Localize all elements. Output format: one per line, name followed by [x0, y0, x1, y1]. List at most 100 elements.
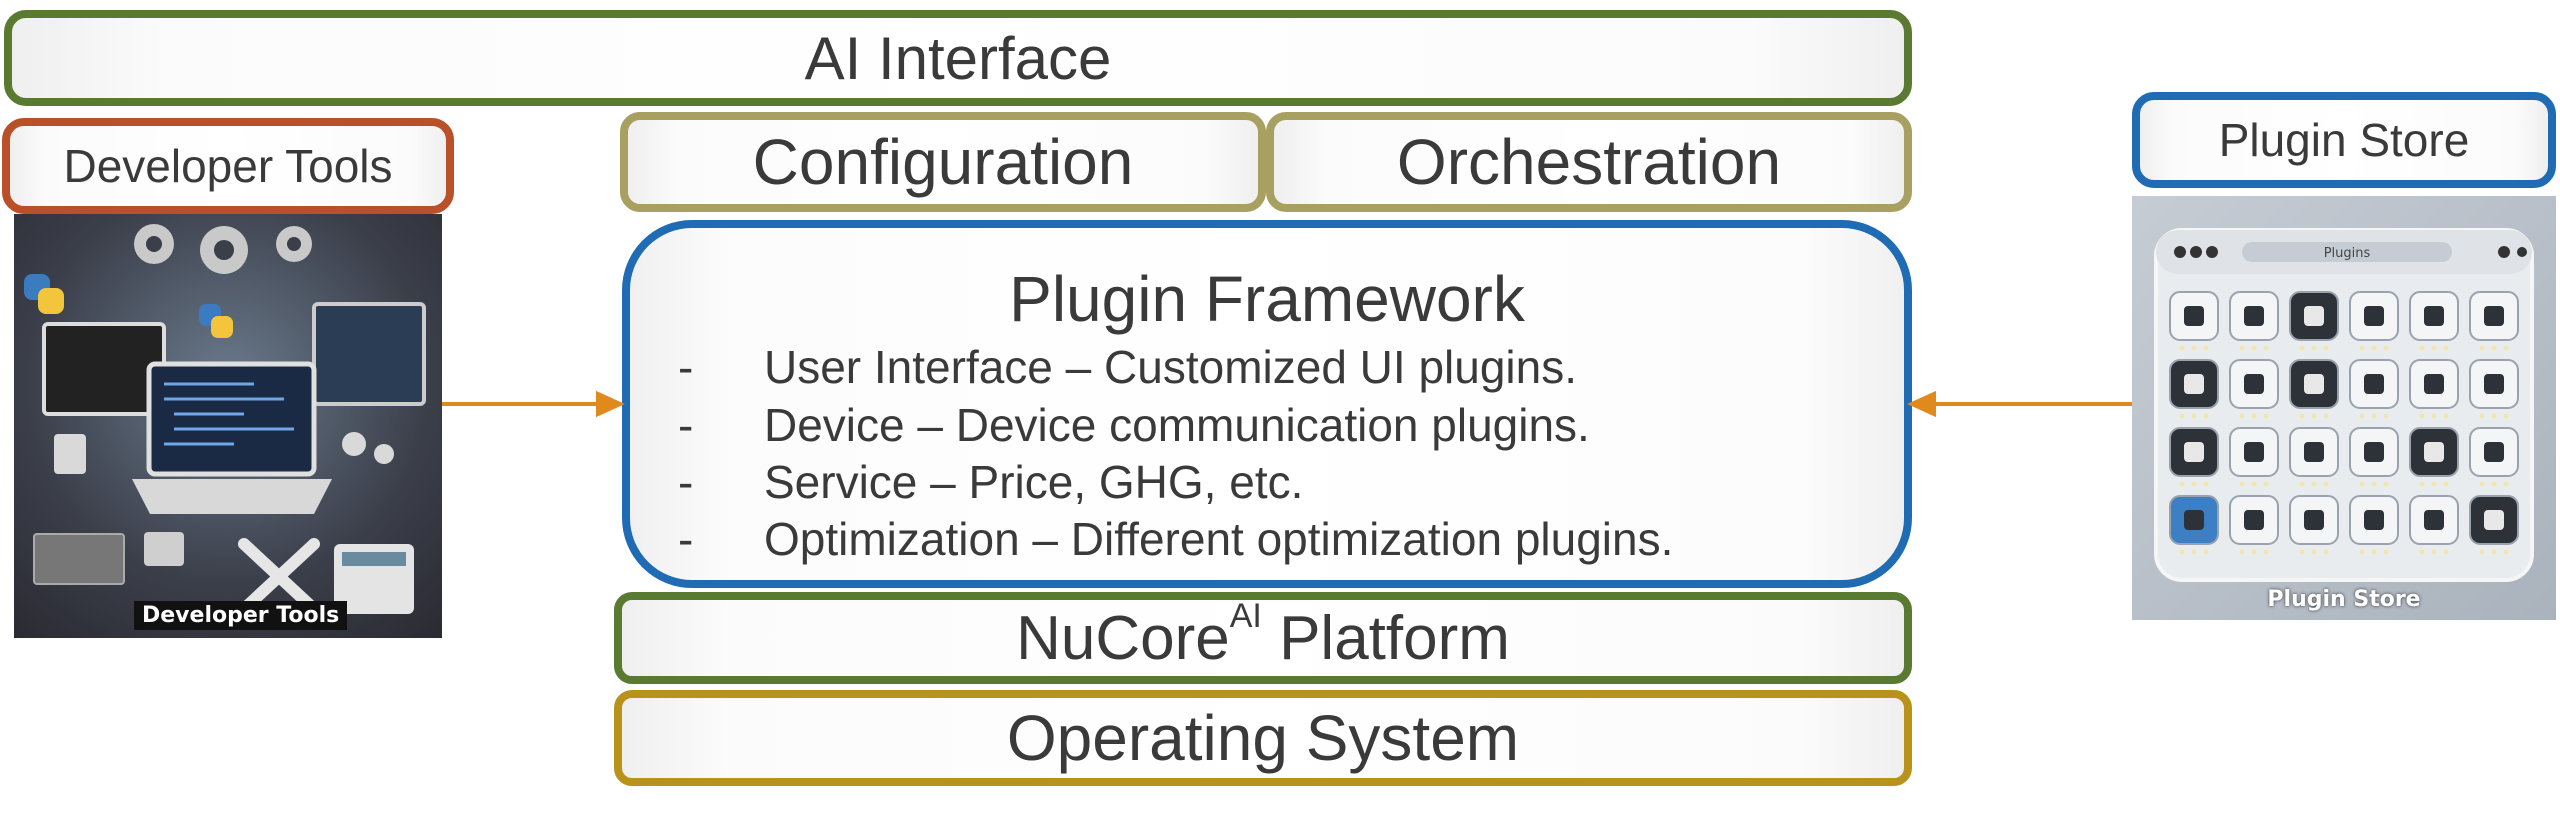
indicator-dot-icon [2383, 413, 2389, 419]
operating-system-box: Operating System [614, 690, 1912, 786]
plugin-store-illustration: Plugins [2154, 228, 2534, 582]
indicator-dot-icon [2299, 481, 2305, 487]
indicator-dot-icon [2191, 413, 2197, 419]
indicator-dot-icon [2251, 549, 2257, 555]
framework-list-item: -Device – Device communication plugins. [678, 398, 1590, 452]
plugin-glyph-icon [2304, 442, 2324, 462]
indicator-dot-icon [2431, 549, 2437, 555]
developer-tools-image: Developer Tools [14, 214, 442, 638]
indicator-dot-icon [2323, 413, 2329, 419]
configuration-box: Configuration [620, 112, 1266, 212]
plugin-framework-box: Plugin Framework - User Interface – Custo… [622, 220, 1912, 588]
ai-interface-layer: AI Interface [4, 10, 1912, 106]
indicator-dot-icon [2419, 549, 2425, 555]
operating-system-label: Operating System [1006, 702, 1520, 774]
indicator-dot-icon [2383, 481, 2389, 487]
cup-icon [54, 432, 394, 474]
list-item-text: User Interface – Customized UI plugins. [764, 341, 1578, 393]
plugin-glyph-icon [2184, 374, 2204, 394]
list-dash: - [678, 341, 694, 393]
indicator-dot-icon [2443, 345, 2449, 351]
indicator-dot-icon [2371, 345, 2377, 351]
indicator-dot-icon [2251, 345, 2257, 351]
framework-list-item: - Optimization – Different optimization p… [678, 512, 1673, 566]
indicator-dot-icon [2239, 549, 2245, 555]
plugin-glyph-icon [2424, 374, 2444, 394]
indicator-dot-icon [2239, 413, 2245, 419]
list-item-text: Device – Device communication plugins. [764, 399, 1590, 451]
indicator-dot-icon [2179, 345, 2185, 351]
indicator-dot-icon [2359, 481, 2365, 487]
indicator-dot-icon [2383, 549, 2389, 555]
plugin-glyph-icon [2364, 374, 2384, 394]
platform-suffix: Platform [1261, 603, 1510, 673]
indicator-dot-icon [2371, 549, 2377, 555]
indicator-dot-icon [2203, 481, 2209, 487]
indicator-dot-icon [2299, 549, 2305, 555]
list-item-text: Optimization – Different optimization pl… [764, 513, 1674, 565]
indicator-dot-icon [2479, 481, 2485, 487]
indicator-dot-icon [2263, 413, 2269, 419]
indicator-dot-icon [2299, 345, 2305, 351]
calculator-icon [334, 544, 414, 614]
plugin-glyph-icon [2184, 306, 2204, 326]
indicator-dot-icon [2491, 345, 2497, 351]
indicator-dot-icon [2431, 413, 2437, 419]
list-dash: - [678, 513, 694, 565]
laptop-icon [132, 361, 332, 514]
monitor-icon [42, 302, 426, 416]
indicator-dot-icon [2419, 481, 2425, 487]
indicator-dot-icon [2479, 413, 2485, 419]
indicator-dot-icon [2491, 481, 2497, 487]
indicator-dot-icon [2323, 481, 2329, 487]
plugin-glyph-icon [2244, 306, 2264, 326]
indicator-dot-icon [2191, 345, 2197, 351]
developer-tools-box: Developer Tools [2, 118, 454, 214]
ai-interface-label: AI Interface [804, 24, 1112, 92]
indicator-dot-icon [2359, 345, 2365, 351]
plugin-framework-title: Plugin Framework [1009, 263, 1525, 335]
plugin-glyph-icon [2424, 442, 2444, 462]
indicator-dot-icon [2443, 549, 2449, 555]
indicator-dot-icon [2203, 345, 2209, 351]
plugin-glyph-icon [2184, 442, 2204, 462]
indicator-dot-icon [2491, 413, 2497, 419]
gear-icon [134, 224, 312, 274]
indicator-dot-icon [2419, 345, 2425, 351]
plugin-glyph-icon [2244, 510, 2264, 530]
indicator-dot-icon [2191, 549, 2197, 555]
indicator-dot-icon [2431, 345, 2437, 351]
indicator-dot-icon [2323, 549, 2329, 555]
list-dash: - [678, 456, 694, 508]
plugin-glyph-icon [2484, 374, 2504, 394]
indicator-dot-icon [2419, 413, 2425, 419]
arrowhead-right-icon [596, 390, 625, 418]
plugin-glyph-icon [2364, 306, 2384, 326]
plugin-glyph-icon [2364, 442, 2384, 462]
circuit-board-icon [33, 532, 184, 585]
plugin-glyph-icon [2484, 510, 2504, 530]
indicator-dot-icon [2179, 549, 2185, 555]
arrowhead-left-icon [1907, 390, 1936, 418]
developer-tools-label: Developer Tools [63, 140, 393, 192]
plugin-glyph-icon [2424, 510, 2444, 530]
list-item-text: Service – Price, GHG, etc. [764, 456, 1304, 508]
plugin-glyph-icon [2364, 510, 2384, 530]
indicator-dot-icon [2239, 345, 2245, 351]
plugin-glyph-icon [2424, 306, 2444, 326]
indicator-dot-icon [2371, 481, 2377, 487]
plugin-glyph-icon [2484, 306, 2504, 326]
indicator-dot-icon [2311, 413, 2317, 419]
framework-list-item: - User Interface – Customized UI plugins. [678, 340, 1577, 394]
store-window-title: Plugins [2324, 246, 2371, 261]
plugin-icon-grid [2169, 291, 2519, 555]
indicator-dot-icon [2359, 413, 2365, 419]
indicator-dot-icon [2179, 481, 2185, 487]
plugin-store-image: Plugins Plugin Store [2132, 196, 2556, 620]
indicator-dot-icon [2323, 345, 2329, 351]
platform-name: NuCore [1016, 603, 1230, 673]
developer-tools-illustration [24, 224, 426, 615]
indicator-dot-icon [2263, 549, 2269, 555]
indicator-dot-icon [2311, 549, 2317, 555]
